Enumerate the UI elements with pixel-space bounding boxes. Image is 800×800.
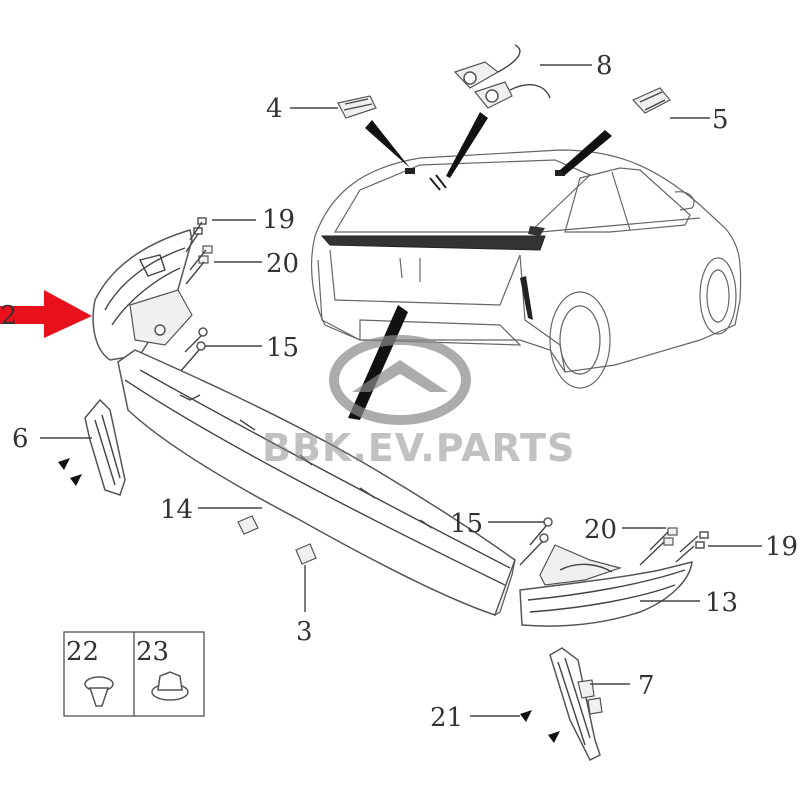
clips-3: [237, 515, 317, 565]
callout-4: 4: [266, 94, 283, 124]
speed-nut-icon: [151, 671, 189, 701]
part-14-rear-bumper-trim: [117, 349, 516, 617]
watermark: BBK.EV.PARTS: [262, 335, 575, 470]
callout-22: 22: [66, 637, 99, 667]
part-7-right-reflector-bracket: [520, 647, 603, 762]
part-8-camera-module: [453, 44, 551, 109]
callout-21: 21: [430, 703, 463, 733]
callout-15-right: 15: [450, 509, 483, 539]
red-arrow-icon: [0, 290, 92, 338]
callout-7: 7: [638, 671, 655, 701]
callout-13: 13: [705, 588, 738, 618]
push-clip-icon: [84, 676, 114, 707]
callout-14: 14: [160, 495, 193, 525]
callout-8: 8: [596, 51, 613, 81]
fasteners-left: [179, 217, 213, 373]
callout-6: 6: [12, 424, 29, 454]
callout-3: 3: [296, 617, 313, 647]
callout-leaders: [40, 64, 762, 717]
callout-5: 5: [712, 105, 729, 135]
brand-logo-icon: [329, 335, 471, 425]
vehicle-illustration: [311, 149, 742, 389]
part-13-right-tail-lamp: [519, 544, 693, 627]
part-5-sensor: [631, 87, 671, 114]
callout-19-right: 19: [765, 532, 798, 562]
part-4-sensor: [337, 95, 377, 119]
callout-19-left: 19: [262, 205, 295, 235]
callout-20-right: 20: [584, 515, 617, 545]
fastener-inset-box: 22 23: [63, 631, 205, 717]
callout-numbers: 4 8 5 19 20 12 15 6 14 15 20 19 13 3 7 2…: [0, 51, 798, 733]
callout-12: 12: [0, 301, 17, 331]
callout-20-left: 20: [266, 249, 299, 279]
callout-15-left: 15: [266, 333, 299, 363]
watermark-text: BBK.EV.PARTS: [262, 426, 575, 470]
part-12-left-tail-lamp: [92, 229, 193, 361]
part-6-left-reflector-bracket: [58, 398, 126, 496]
callout-23: 23: [136, 637, 169, 667]
